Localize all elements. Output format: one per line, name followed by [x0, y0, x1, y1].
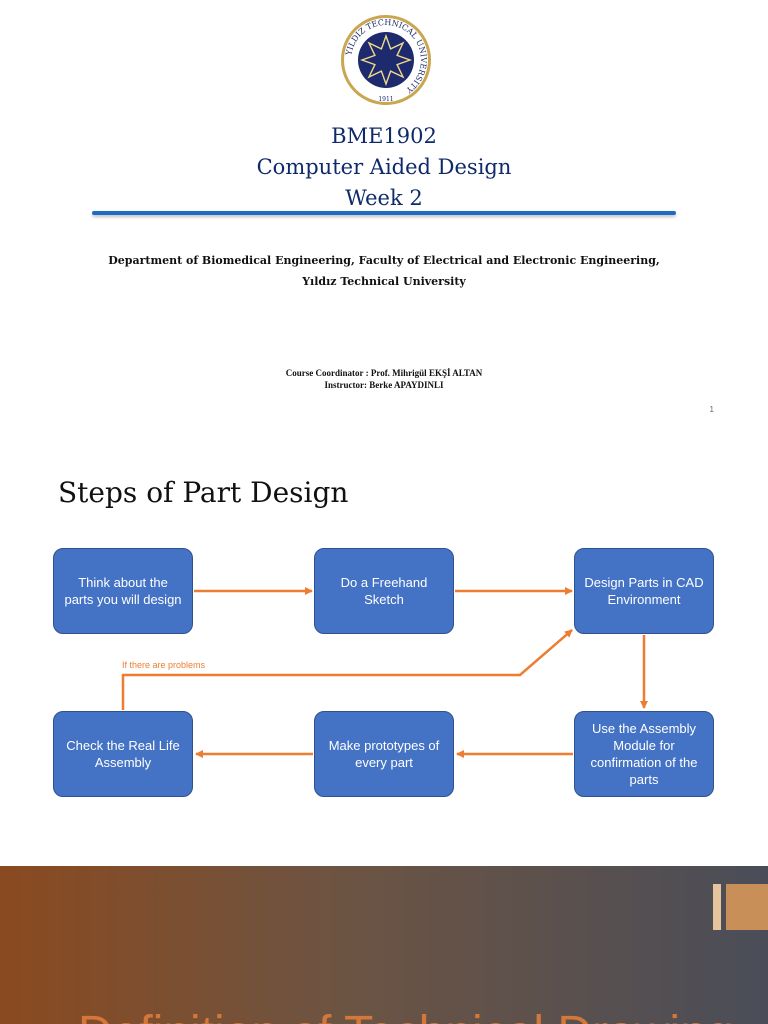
title-slide: YILDIZ TECHNICAL UNIVERSITY 1911 BME1902… — [0, 0, 768, 430]
arrow-loop-back — [121, 629, 573, 710]
step-freehand-sketch: Do a Freehand Sketch — [314, 548, 454, 634]
step-design-in-cad: Design Parts in CAD Environment — [574, 548, 714, 634]
step-assembly-module: Use the Assembly Module for confirmation… — [574, 711, 714, 797]
slide-title: Steps of Part Design — [58, 476, 349, 509]
steps-slide: Steps of Part Design Think about the par… — [0, 446, 768, 856]
department-line-2: Yıldız Technical University — [302, 275, 466, 288]
instructor: Instructor: Berke APAYDINLI — [324, 380, 444, 390]
technical-drawing-slide: Definition of Technical Drawing — [0, 866, 768, 1024]
course-title: Computer Aided Design — [256, 155, 512, 179]
step-make-prototypes: Make prototypes of every part — [314, 711, 454, 797]
flow-arrows — [121, 587, 648, 758]
logo-year: 1911 — [378, 96, 393, 103]
university-logo: YILDIZ TECHNICAL UNIVERSITY 1911 — [341, 15, 431, 105]
page-number: 1 — [709, 405, 714, 414]
slide-title: Definition of Technical Drawing — [78, 1006, 733, 1024]
decorative-block — [726, 884, 768, 930]
step-think-about-parts: Think about the parts you will design — [53, 548, 193, 634]
department-line-1: Department of Biomedical Engineering, Fa… — [108, 254, 660, 267]
step-check-assembly: Check the Real Life Assembly — [53, 711, 193, 797]
title-divider — [92, 211, 676, 215]
decorative-bar — [713, 884, 721, 930]
week-label: Week 2 — [345, 186, 423, 210]
course-code: BME1902 — [331, 124, 437, 148]
loop-label: If there are problems — [122, 660, 206, 670]
course-coordinator: Course Coordinator : Prof. Mihrigül EKŞİ… — [285, 368, 483, 378]
star-icon — [359, 33, 413, 87]
